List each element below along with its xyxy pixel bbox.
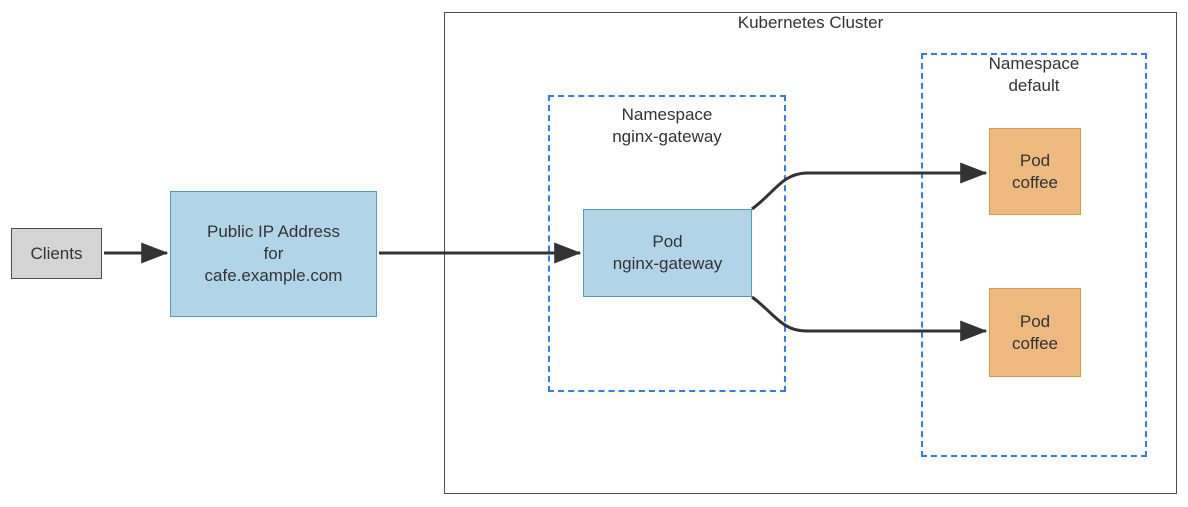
- namespace-default-boundary: [921, 53, 1147, 457]
- node-public-ip-address-label: Public IP Address for cafe.example.com: [204, 222, 343, 285]
- node-pod-coffee-bottom[interactable]: Pod coffee: [989, 288, 1081, 377]
- node-public-ip-address[interactable]: Public IP Address for cafe.example.com: [170, 191, 377, 317]
- kubernetes-cluster-label: Kubernetes Cluster: [737, 13, 884, 32]
- node-pod-coffee-top-label: Pod coffee: [1011, 150, 1058, 192]
- node-clients[interactable]: Clients: [11, 228, 102, 279]
- node-pod-nginx-gateway-label: Pod nginx-gateway: [612, 232, 723, 273]
- node-pod-nginx-gateway[interactable]: Pod nginx-gateway: [583, 209, 752, 297]
- node-pod-coffee-top[interactable]: Pod coffee: [989, 128, 1081, 215]
- namespace-nginx-gateway-label: Namespace nginx-gateway: [612, 105, 722, 147]
- node-clients-label: Clients: [30, 243, 83, 263]
- node-pod-coffee-bottom-label: Pod coffee: [1011, 311, 1058, 353]
- namespace-default-label: Namespace default: [988, 54, 1080, 96]
- namespace-nginx-gateway-boundary: [548, 95, 786, 392]
